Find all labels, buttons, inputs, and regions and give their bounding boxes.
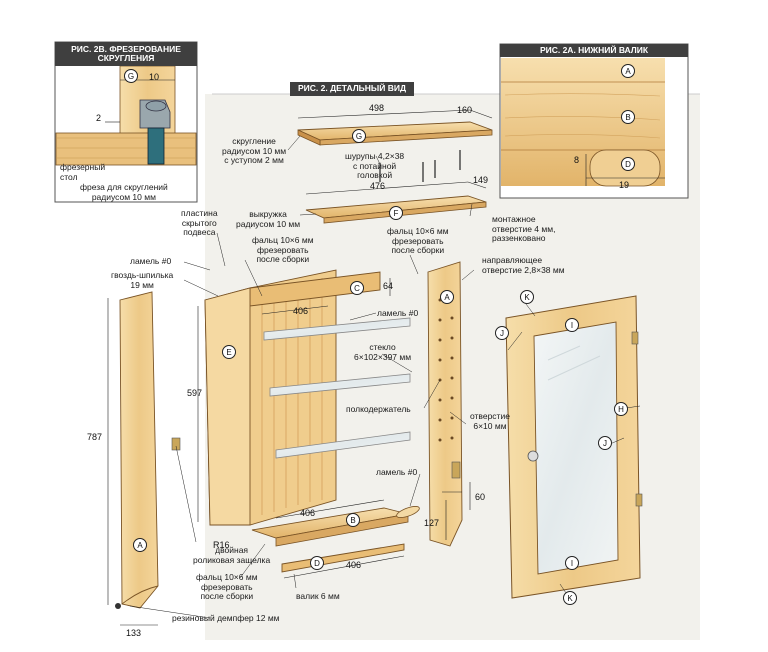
- label-rabbet-bot: фальц 10×6 мм фрезеровать после сборки: [196, 572, 258, 601]
- dim-64: 64: [383, 281, 394, 291]
- label-catch: двойная роликовая защелка: [193, 545, 271, 565]
- main-header: РИС. 2. ДЕТАЛЬНЫЙ ВИД: [290, 82, 414, 96]
- glass-shelf-2: [269, 373, 411, 397]
- glass-shelf-1: [263, 317, 411, 341]
- label-hanger: пластина скрытого подвеса: [181, 208, 218, 237]
- part-a-right-badge: A: [440, 290, 454, 304]
- dim-498: 498: [369, 103, 385, 113]
- glass-shelf-3: [275, 431, 411, 459]
- label-shelf-pin: полкодержатель: [346, 404, 411, 414]
- inset-a-part-d: D: [621, 157, 635, 171]
- label-mount-hole: монтажное отверстие 4 мм, раззенковано: [492, 214, 556, 243]
- inset-b-dim-2: 2: [96, 113, 102, 123]
- dim-406-bot: 406: [346, 560, 362, 570]
- part-k-bottom-badge: K: [563, 591, 577, 605]
- label-nail: гвоздь-шпилька 19 мм: [111, 270, 174, 290]
- label-glass: стекло 6×102×397 мм: [354, 342, 412, 362]
- dim-160: 160: [457, 105, 473, 115]
- inset-b-part-g: G: [124, 69, 138, 83]
- label-dowel: валик 6 мм: [296, 591, 340, 601]
- label-hole: отверстие 6×10 мм: [470, 411, 510, 431]
- side-a-left: [119, 291, 159, 609]
- inset-b-router-table: фрезерный стол: [60, 162, 106, 182]
- part-g-badge: G: [352, 129, 366, 143]
- inset-a-part-b: B: [621, 110, 635, 124]
- label-biscuit-top: ламель #0: [130, 256, 172, 266]
- label-round-top: скругление радиусом 10 мм с уступом 2 мм: [222, 136, 287, 165]
- dim-476: 476: [370, 181, 386, 191]
- dim-406-top: 406: [293, 306, 309, 316]
- part-f-badge: F: [389, 206, 403, 220]
- dim-60: 60: [475, 492, 486, 502]
- part-d-badge: D: [310, 556, 324, 570]
- part-c-badge: C: [350, 281, 364, 295]
- dim-597: 597: [187, 388, 203, 398]
- part-j-right-badge: J: [598, 436, 612, 450]
- part-h-badge: H: [614, 402, 628, 416]
- dim-r16: R16: [213, 540, 230, 550]
- inset-b-router-bit: фреза для скруглений радиусом 10 мм: [80, 182, 168, 202]
- inset-b-dim-10: 10: [149, 72, 160, 82]
- inset-a-dim-8: 8: [574, 155, 580, 165]
- label-pilot-hole: направляющее отверстие 2,8×38 мм: [482, 255, 565, 275]
- part-i-top-badge: I: [565, 318, 579, 332]
- dim-787: 787: [87, 432, 103, 442]
- inset-a-part-a: A: [621, 64, 635, 78]
- inset-a-header: РИС. 2А. НИЖНИЙ ВАЛИК: [500, 44, 688, 57]
- dim-127: 127: [424, 518, 440, 528]
- dim-149: 149: [473, 175, 489, 185]
- label-rabbet-top: фальц 10×6 мм фрезеровать после сборки: [252, 235, 314, 264]
- side-a-right: [427, 261, 463, 547]
- label-rabbet-right: фальц 10×6 мм фрезеровать после сборки: [387, 226, 449, 255]
- part-k-top-badge: K: [520, 290, 534, 304]
- dim-133: 133: [126, 628, 142, 638]
- inset-a-dim-19: 19: [619, 180, 630, 190]
- label-screws: шурупы 4,2×38 с потайной головкой: [345, 151, 405, 180]
- inset-b-header: РИС. 2В. ФРЕЗЕРОВАНИЕ СКРУГЛЕНИЯ: [55, 42, 197, 66]
- part-i-bottom-badge: I: [565, 556, 579, 570]
- label-cutout: выкружка радиусом 10 мм: [236, 209, 301, 229]
- part-e-badge: E: [222, 345, 236, 359]
- label-biscuit-low: ламель #0: [376, 467, 418, 477]
- part-b-badge: B: [346, 513, 360, 527]
- label-biscuit-mid: ламель #0: [377, 308, 419, 318]
- part-a-left-badge: A: [133, 538, 147, 552]
- label-bumper: резиновый демпфер 12 мм: [172, 613, 280, 623]
- dim-406-mid: 406: [300, 508, 316, 518]
- door-glass: [533, 321, 619, 575]
- part-j-left-badge: J: [495, 326, 509, 340]
